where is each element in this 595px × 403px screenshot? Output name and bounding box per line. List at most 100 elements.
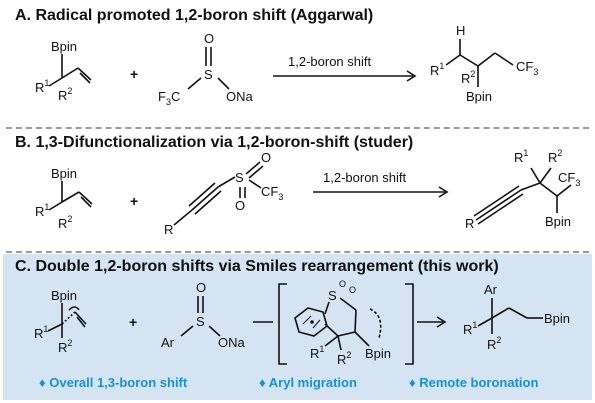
b-product-cf3: CF3 <box>558 170 580 188</box>
b-bond <box>217 176 236 188</box>
b-bond <box>520 182 541 191</box>
a-reagent-s: S <box>204 67 213 82</box>
panel-b-title: B. 1,3-Difunctionalization via 1,2-boron… <box>15 134 414 151</box>
b-substrate-bpin: Bpin <box>51 166 77 181</box>
b-product-r: R <box>465 216 474 231</box>
c-bond <box>208 325 221 337</box>
a-product-bpin: Bpin <box>466 89 492 104</box>
a-product-h: H <box>456 23 465 38</box>
b-arrowhead <box>438 186 449 198</box>
panel-c-scheme: Bpin R1 R2 + O S Ar ONa <box>34 279 570 390</box>
b-triple-bond <box>477 193 524 225</box>
c-left-bracket <box>278 283 287 365</box>
c-bond <box>324 323 339 337</box>
c-bond <box>337 331 356 337</box>
b-alkene-bond <box>80 196 92 208</box>
b-substrate-r2: R2 <box>58 214 72 231</box>
c-bond <box>324 301 330 315</box>
panel-b: B. 1,3-Difunctionalization via 1,2-boron… <box>3 130 592 250</box>
b-bond <box>248 179 262 189</box>
c-feature-3: ♦ Remote boronation <box>409 375 538 390</box>
a-bond <box>187 77 202 90</box>
b-bond <box>539 182 558 197</box>
c-reagent-ar: Ar <box>161 335 175 350</box>
b-arrow-label: 1,2-boron shift <box>323 170 406 185</box>
b-triple-bond <box>473 185 520 217</box>
c-reagent-ona: ONa <box>218 335 246 350</box>
c-product-ar: Ar <box>484 282 498 297</box>
c-reagent-s: S <box>196 314 205 329</box>
c-bond <box>477 317 493 327</box>
c-alkene-bond <box>76 316 86 328</box>
b-bond <box>530 167 541 184</box>
b-product-bpin: Bpin <box>545 214 571 229</box>
b-bond <box>61 191 80 203</box>
c-substrate-r2: R2 <box>58 338 72 355</box>
b-alkene-bond <box>78 191 93 205</box>
b-reagent-r: R <box>164 222 173 237</box>
c-arrowhead <box>436 316 447 328</box>
b-triple-bond <box>191 186 219 211</box>
a-bond <box>61 67 79 79</box>
panel-a-scheme: Bpin R1 R2 + O S F3C ONa 1,2-boron shift… <box>35 23 538 107</box>
c-bond <box>337 335 342 351</box>
panel-a-title: A. Radical promoted 1,2-boron shift (Agg… <box>15 7 374 24</box>
panel-b-scheme: Bpin R1 R2 + R S O O CF3 <box>35 148 580 237</box>
c-int-r2: R2 <box>337 350 351 367</box>
panel-c: C. Double 1,2-boron shifts via Smiles re… <box>3 254 592 400</box>
a-plus: + <box>130 66 138 82</box>
a-substrate-r2: R2 <box>58 86 72 103</box>
c-bond <box>354 309 357 333</box>
c-bond <box>47 323 63 332</box>
c-bond <box>180 325 194 337</box>
b-bond <box>539 167 552 184</box>
c-feature-1: ♦ Overall 1,3-boron shift <box>39 375 188 390</box>
b-plus: + <box>130 193 138 209</box>
panel-c-title: C. Double 1,2-boron shifts via Smiles re… <box>15 258 499 275</box>
c-bond <box>324 335 339 347</box>
divider-ab <box>6 127 589 129</box>
a-product-cf3: CF3 <box>516 59 538 77</box>
a-reagent-f3c: F3C <box>158 89 180 107</box>
c-int-s: S <box>328 288 337 303</box>
b-reagent-o: O <box>235 198 245 213</box>
a-bond <box>477 52 496 67</box>
c-ring-inner <box>312 319 321 329</box>
a-alkene-bond <box>77 67 92 81</box>
b-double-bond <box>245 161 261 175</box>
c-product-r2: R2 <box>487 335 501 352</box>
c-ring-inner <box>302 315 312 325</box>
c-right-bracket <box>405 283 414 365</box>
c-int-o: O <box>349 285 356 295</box>
a-bond <box>217 77 230 90</box>
c-product-r1: R1 <box>463 320 477 337</box>
c-radical-dot <box>310 320 314 324</box>
a-substrate-bpin: Bpin <box>51 39 77 54</box>
a-arrowhead <box>406 70 417 82</box>
c-reagent-o: O <box>196 280 206 295</box>
c-bond <box>339 297 357 311</box>
b-bond <box>48 201 63 211</box>
b-product-r1: R1 <box>514 148 528 165</box>
c-int-bpin: Bpin <box>365 346 391 361</box>
a-bond <box>48 77 63 87</box>
b-substrate-r1: R1 <box>35 202 49 219</box>
b-triple-bond <box>475 189 522 221</box>
a-reagent-o: O <box>204 31 214 46</box>
b-double-bond <box>248 165 264 179</box>
c-bond <box>491 307 510 319</box>
a-substrate-r1: R1 <box>35 78 49 95</box>
b-triple-bond <box>188 182 216 207</box>
divider-bc <box>6 251 589 253</box>
c-migration-curve <box>369 308 382 339</box>
c-plus: + <box>129 314 137 330</box>
a-product-r2: R2 <box>461 69 475 86</box>
b-reagent-cf3: CF3 <box>261 184 283 202</box>
a-reagent-ona: ONa <box>226 89 254 104</box>
a-arrow-label: 1,2-boron shift <box>288 54 371 69</box>
c-int-r1: R1 <box>310 344 324 361</box>
b-reagent-o: O <box>261 150 271 165</box>
panel-a: A. Radical promoted 1,2-boron shift (Agg… <box>3 3 592 126</box>
c-bond <box>354 331 370 347</box>
c-bond <box>508 307 528 319</box>
